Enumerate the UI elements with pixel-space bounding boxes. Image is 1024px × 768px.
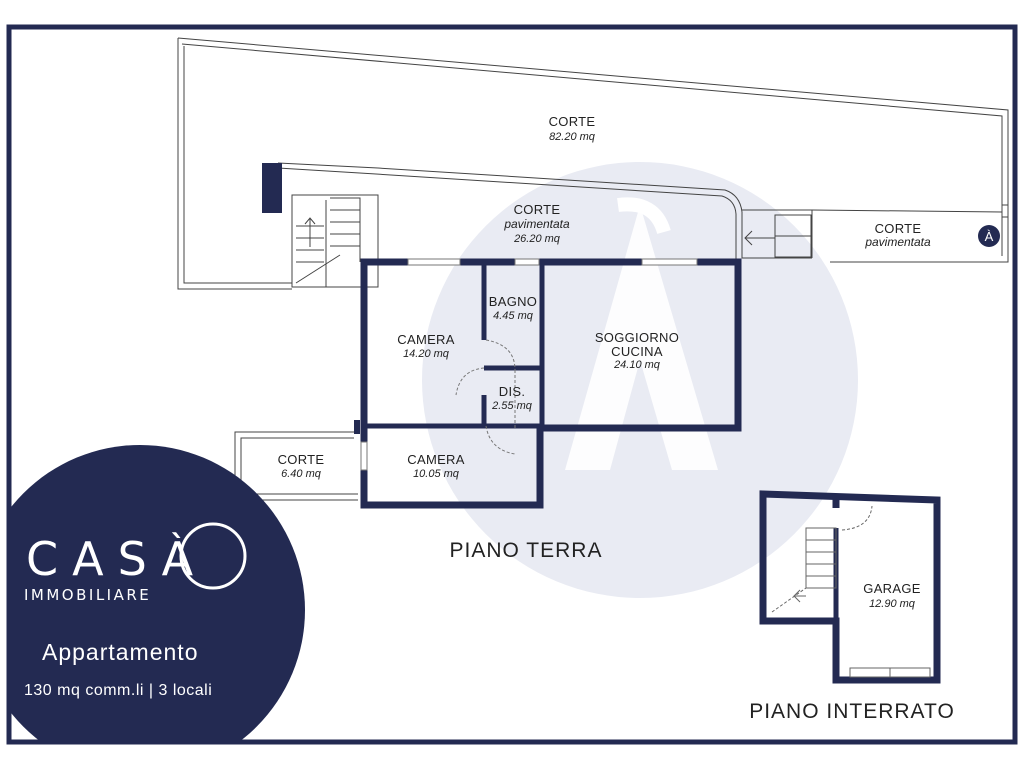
soggiorno-area: 24.10 mq xyxy=(613,359,661,371)
corte-small-name: CORTE xyxy=(278,452,325,467)
basement-details xyxy=(771,505,931,678)
brand-ring-icon xyxy=(179,522,247,590)
corner-logo-icon: À xyxy=(978,225,1000,247)
doors xyxy=(455,339,516,455)
page-frame xyxy=(6,24,1018,745)
listing-details: 130 mq comm.li | 3 locali xyxy=(24,682,212,699)
floor-ground-label: PIANO TERRA xyxy=(450,539,603,562)
brand-sub: IMMOBILIARE xyxy=(24,586,151,604)
corte-right-sub: pavimentata xyxy=(864,235,931,249)
chimney-block xyxy=(262,163,282,213)
watermark-logo xyxy=(422,162,858,598)
camera1-name: CAMERA xyxy=(397,332,454,347)
corte-small-area: 6.40 mq xyxy=(281,468,322,480)
garage-area: 12.90 mq xyxy=(869,598,916,610)
corte-paved-sub: pavimentata xyxy=(503,217,570,231)
camera2-name: CAMERA xyxy=(407,452,464,467)
entry-arrow-icon xyxy=(744,214,812,258)
bagno-area: 4.45 mq xyxy=(493,310,534,322)
room-labels: CORTE 82.20 mq CORTE pavimentata 26.20 m… xyxy=(278,114,955,723)
windows xyxy=(360,258,698,471)
corte-paved-name: CORTE xyxy=(514,202,561,217)
brand-panel xyxy=(7,445,305,744)
stair-ground xyxy=(291,194,379,288)
bagno-name: BAGNO xyxy=(489,294,537,309)
brand-logo: CASÀ IMMOBILIARE Appartamento 130 mq com… xyxy=(24,522,247,699)
corte-small-outline xyxy=(234,431,358,501)
corte-outline xyxy=(177,37,1009,290)
apartment-walls xyxy=(360,258,742,509)
cucina-name: CUCINA xyxy=(611,344,663,359)
camera1-area: 14.20 mq xyxy=(403,348,450,360)
corte-paved-area: 26.20 mq xyxy=(513,233,561,245)
corte-big-area: 82.20 mq xyxy=(549,131,596,143)
brand-name: CASÀ xyxy=(26,532,207,586)
dis-name: DIS. xyxy=(499,384,525,399)
dis-area: 2.55 mq xyxy=(491,400,533,412)
corte-right-name: CORTE xyxy=(875,221,922,236)
corte-big-name: CORTE xyxy=(549,114,596,129)
svg-text:À: À xyxy=(985,229,994,244)
soggiorno-name: SOGGIORNO xyxy=(595,330,679,345)
listing-type: Appartamento xyxy=(42,639,198,665)
floor-basement-label: PIANO INTERRATO xyxy=(749,700,955,723)
garage-name: GARAGE xyxy=(863,581,920,596)
camera2-area: 10.05 mq xyxy=(413,468,460,480)
